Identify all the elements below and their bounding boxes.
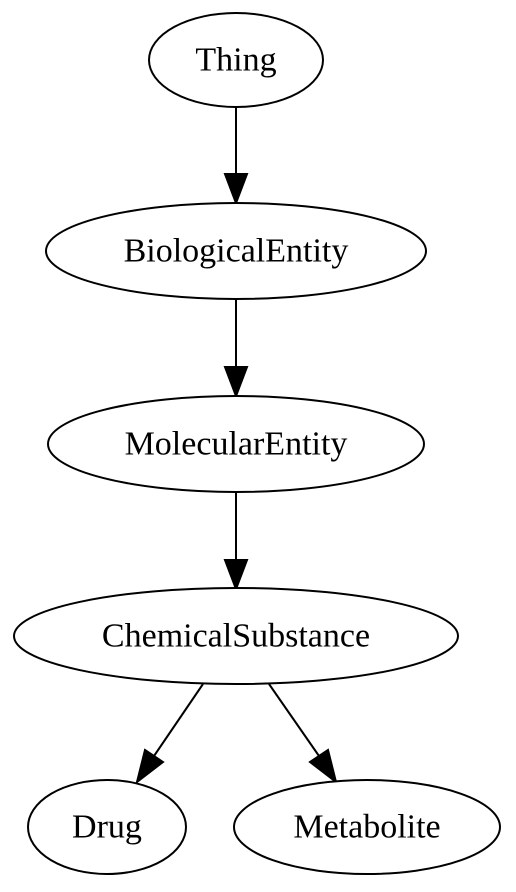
node-label-biological-entity: BiologicalEntity bbox=[124, 233, 349, 270]
node-label-metabolite: Metabolite bbox=[293, 809, 440, 846]
edges bbox=[135, 107, 338, 785]
edge-chemical-substance-to-drug bbox=[135, 683, 204, 785]
edge-thing-to-biological-entity bbox=[223, 107, 249, 206]
node-label-molecular-entity: MolecularEntity bbox=[125, 426, 348, 463]
node-chemical-substance: ChemicalSubstance bbox=[13, 587, 459, 685]
nodes: Thing BiologicalEntity MolecularEntity C… bbox=[13, 12, 501, 875]
node-label-thing: Thing bbox=[195, 42, 276, 79]
node-molecular-entity: MolecularEntity bbox=[47, 395, 425, 493]
edge-molecular-entity-to-chemical-substance bbox=[223, 492, 249, 592]
edge-chemical-substance-to-metabolite bbox=[268, 683, 338, 785]
node-label-drug: Drug bbox=[72, 809, 142, 846]
node-metabolite: Metabolite bbox=[233, 779, 501, 875]
node-thing: Thing bbox=[148, 12, 324, 108]
node-drug: Drug bbox=[27, 779, 187, 875]
edge-biological-entity-to-molecular-entity bbox=[223, 299, 249, 399]
node-label-chemical-substance: ChemicalSubstance bbox=[102, 618, 370, 655]
node-biological-entity: BiologicalEntity bbox=[45, 202, 427, 300]
